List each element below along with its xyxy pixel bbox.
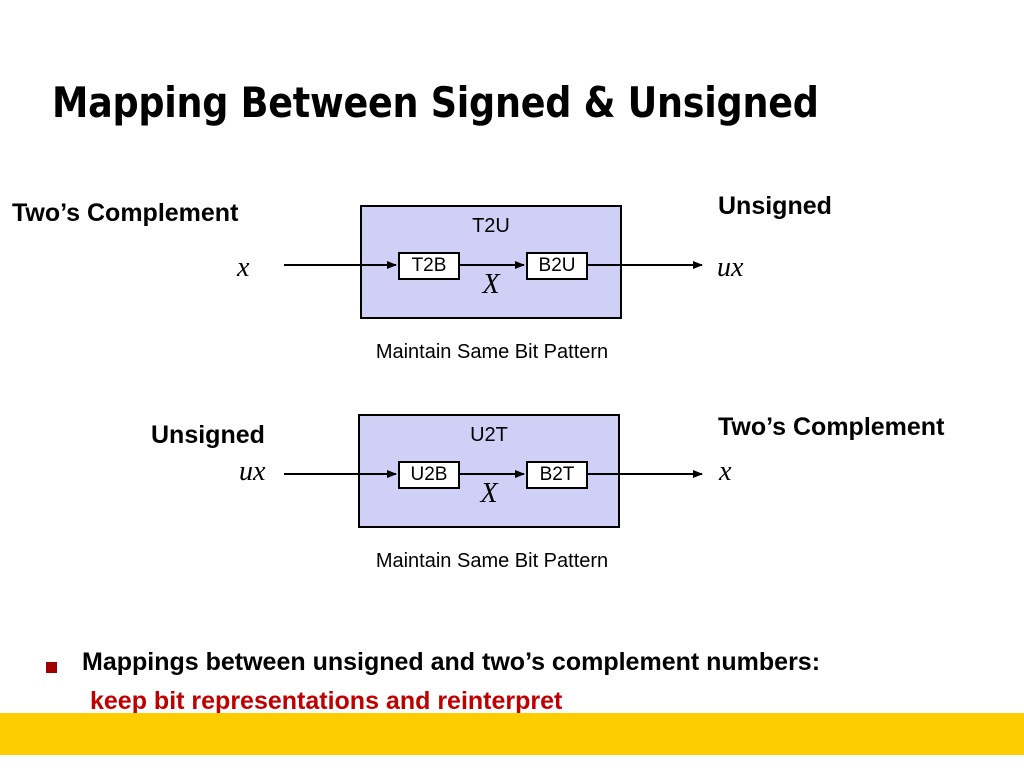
diagram2-left-label: Unsigned xyxy=(151,421,265,449)
footer-bar xyxy=(0,713,1024,755)
diagram1-t2u-box: T2U T2B B2U X xyxy=(360,205,622,319)
diagram2-inner-right-box: B2T xyxy=(526,461,588,489)
diagram2-u2t-box: U2T U2B B2T X xyxy=(358,414,620,528)
diagram1-left-label: Two’s Complement xyxy=(12,199,239,227)
diagram1-inner-var: X xyxy=(482,269,500,300)
diagram1-box-title: T2U xyxy=(472,215,510,237)
bullet-text: Mappings between unsigned and two’s comp… xyxy=(82,648,821,676)
diagram2-right-var: x xyxy=(719,456,732,487)
diagram2-left-var: ux xyxy=(239,456,266,487)
diagram2-box-title: U2T xyxy=(470,424,508,446)
diagram2-inner-left-box: U2B xyxy=(398,461,460,489)
diagram2-right-label: Two’s Complement xyxy=(718,413,945,441)
bullet-square-icon xyxy=(46,662,57,673)
diagram2-inner-var: X xyxy=(480,478,498,509)
diagram1-caption: Maintain Same Bit Pattern xyxy=(375,341,609,363)
diagram1-left-var: x xyxy=(237,252,250,283)
diagram1-inner-right-box: B2U xyxy=(526,252,588,280)
bullet-highlight: keep bit representations and reinterpret xyxy=(90,687,563,715)
diagram1-right-label: Unsigned xyxy=(718,192,832,220)
diagram2-caption: Maintain Same Bit Pattern xyxy=(375,550,609,572)
page-title: Mapping Between Signed & Unsigned xyxy=(52,78,819,127)
diagram1-right-var: ux xyxy=(717,252,744,283)
